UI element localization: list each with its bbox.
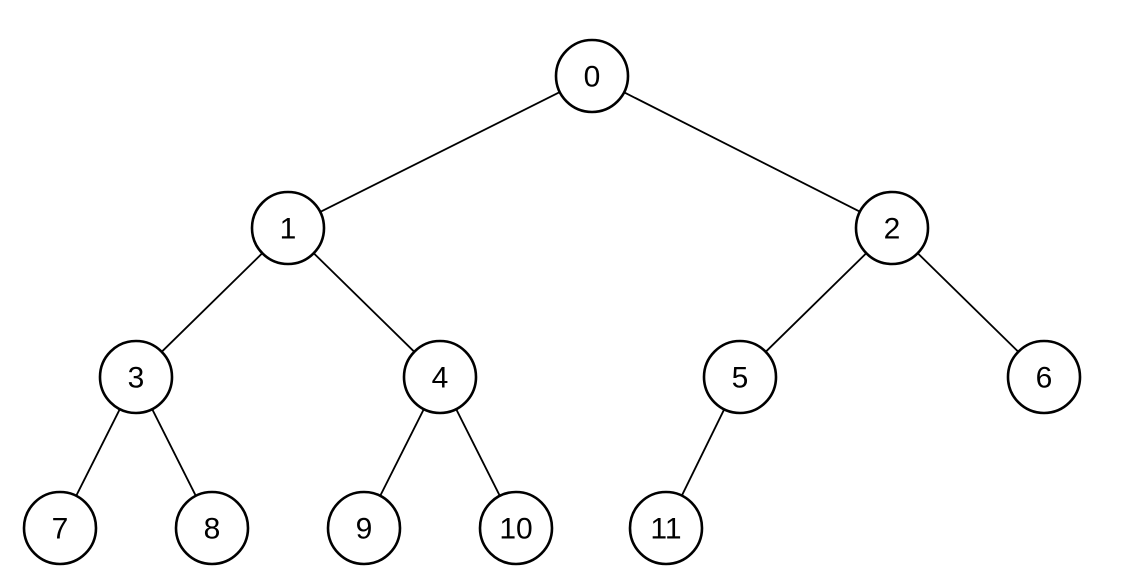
tree-node-11: 11 — [628, 490, 704, 566]
tree-node-7: 7 — [22, 490, 98, 566]
node-label: 0 — [584, 61, 601, 94]
node-circle — [554, 38, 630, 114]
node-label: 5 — [732, 362, 749, 395]
node-label: 6 — [1036, 362, 1053, 395]
tree-node-1: 1 — [250, 190, 326, 266]
node-circle — [250, 190, 326, 266]
node-circle — [1006, 339, 1082, 415]
tree-node-0: 0 — [554, 38, 630, 114]
edge-4-10 — [455, 408, 501, 497]
node-label: 2 — [884, 213, 901, 246]
nodes-layer: 0 1 2 3 4 5 6 7 8 9 10 11 — [22, 38, 1082, 566]
tree-node-9: 9 — [326, 490, 402, 566]
node-circle — [402, 339, 478, 415]
tree-node-5: 5 — [702, 339, 778, 415]
node-circle — [854, 190, 930, 266]
tree-node-4: 4 — [402, 339, 478, 415]
node-label: 4 — [432, 362, 449, 395]
node-label: 7 — [52, 513, 69, 546]
node-circle — [98, 339, 174, 415]
edge-5-11 — [680, 408, 726, 497]
edge-4-9 — [379, 408, 425, 497]
edge-2-5 — [765, 252, 867, 353]
tree-node-6: 6 — [1006, 339, 1082, 415]
node-label: 10 — [499, 513, 532, 546]
node-label: 11 — [650, 513, 681, 546]
node-circle — [478, 490, 554, 566]
edge-1-3 — [161, 252, 263, 353]
edge-1-4 — [313, 252, 415, 353]
edge-3-7 — [75, 408, 121, 497]
tree-node-8: 8 — [174, 490, 250, 566]
tree-node-2: 2 — [854, 190, 930, 266]
node-label: 1 — [280, 213, 297, 246]
edge-0-1 — [319, 91, 561, 213]
node-circle — [174, 490, 250, 566]
edge-3-8 — [151, 408, 197, 497]
edges-layer — [75, 91, 1019, 497]
node-circle — [326, 490, 402, 566]
tree-node-10: 10 — [478, 490, 554, 566]
node-circle — [702, 339, 778, 415]
node-circle — [22, 490, 98, 566]
node-label: 3 — [128, 362, 145, 395]
tree-node-3: 3 — [98, 339, 174, 415]
node-label: 9 — [356, 513, 373, 546]
node-circle — [628, 490, 704, 566]
edge-0-2 — [623, 91, 861, 213]
node-label: 8 — [204, 513, 221, 546]
edge-2-6 — [917, 252, 1019, 353]
